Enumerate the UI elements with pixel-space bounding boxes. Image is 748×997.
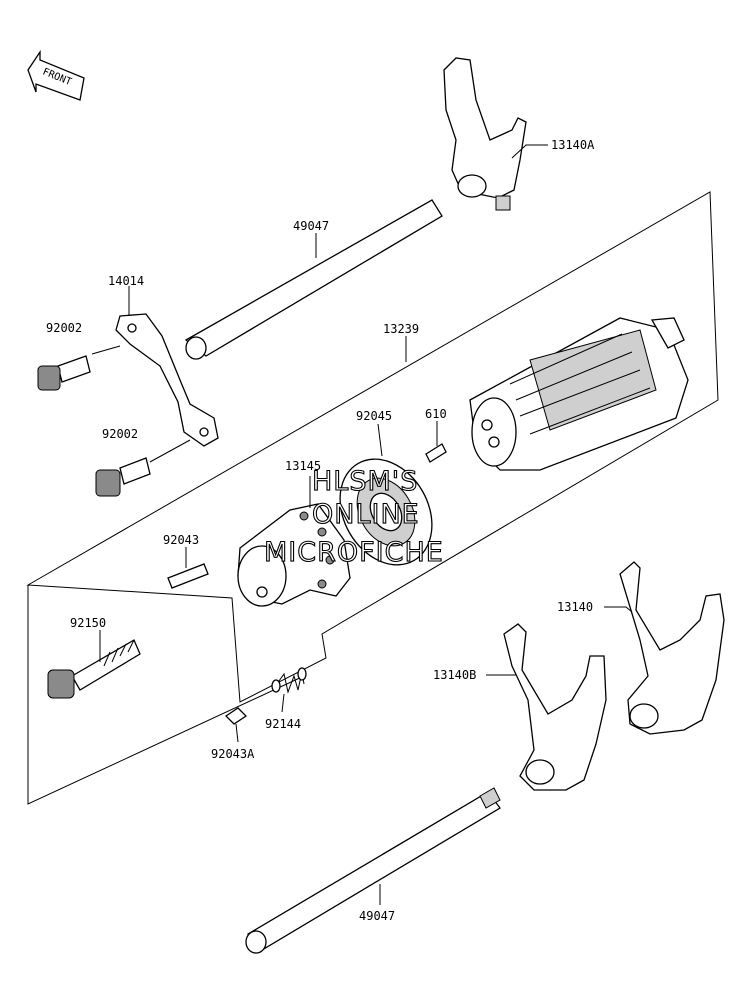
label-13145: 13145 [285,459,321,473]
spring-92144 [271,667,307,694]
leader-lines [91,144,633,905]
shift-drum-13239 [469,317,689,471]
pin-610 [425,443,447,463]
label-49047-bottom: 49047 [359,909,395,923]
label-13239: 13239 [383,322,419,336]
label-92043A: 92043A [211,747,255,761]
label-92043: 92043 [163,533,199,547]
label-49047-top: 49047 [293,219,329,233]
label-13140A: 13140A [551,138,595,152]
shift-fork-13140B [503,623,607,791]
bolt-92002-a [37,355,91,391]
label-14014: 14014 [108,274,144,288]
label-92002-a: 92002 [46,321,82,335]
watermark-line-3: MICROFICHE [264,537,444,568]
label-92144: 92144 [265,717,301,731]
label-92045: 92045 [356,409,392,423]
bolt-92150 [47,639,141,699]
shift-fork-13140A [443,57,527,211]
bolt-92002-b [95,457,151,497]
label-13140: 13140 [557,600,593,614]
watermark-line-2: ONLINE [312,499,420,530]
bearing-92045 [339,458,433,566]
plate-14014 [115,313,219,447]
label-13140B: 13140B [433,668,476,682]
label-92002-b: 92002 [102,427,138,441]
assembly-outline [26,191,719,805]
front-arrow-icon: FRONT [27,49,85,101]
shaft-49047-top [184,199,443,360]
shaft-49047-bottom [245,787,501,954]
cam-13145 [237,503,351,607]
pin-92043A [224,707,248,725]
watermark-line-1: HLSM'S [312,466,418,497]
label-610: 610 [425,407,447,421]
shift-fork-13140 [619,561,725,735]
pin-92043 [167,563,209,589]
label-92150: 92150 [70,616,106,630]
